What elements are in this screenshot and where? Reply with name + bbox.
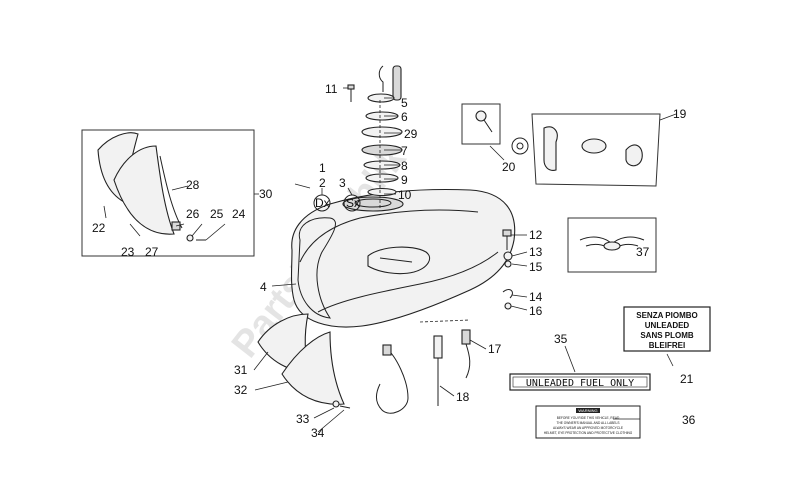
unleaded-strip: UNLEADED FUEL ONLY (509, 373, 651, 391)
callout-20: 20 (502, 160, 516, 174)
callout-2: 2 (319, 176, 326, 190)
callout-22: 22 (92, 221, 106, 235)
fuel-sensor (376, 319, 471, 414)
callout-6: 6 (401, 110, 408, 124)
lower-cover-group (257, 313, 351, 409)
callout-4: 4 (260, 280, 267, 294)
callout-36: 36 (682, 413, 696, 427)
unleaded-strip-text: UNLEADED FUEL ONLY (526, 378, 634, 389)
callout-25: 25 (210, 207, 224, 221)
warning-title: WARNING (578, 408, 597, 413)
callout-9: 9 (401, 173, 408, 187)
callout-30: 30 (259, 187, 273, 201)
callout-27: 27 (145, 245, 159, 259)
tank-rubber-trim (297, 217, 336, 319)
fuel-sticker-line-2: UNLEADED (645, 321, 690, 330)
callout-23: 23 (121, 245, 135, 259)
callout-17: 17 (488, 342, 502, 356)
callout-13: 13 (529, 245, 543, 259)
callout-35: 35 (554, 332, 568, 346)
callout-8: 8 (401, 159, 408, 173)
callout-26: 26 (186, 207, 200, 221)
callout-10: 10 (398, 188, 412, 202)
leader-lines (103, 87, 677, 433)
callout-7: 7 (401, 144, 408, 158)
callout-28: 28 (186, 178, 200, 192)
marker-dx: Dx (315, 196, 330, 210)
callout-5: 5 (401, 96, 408, 110)
direction-markers: Dx Sx (294, 183, 361, 212)
fuel-type-sticker: SENZA PIOMBO UNLEADED SANS PLOMB BLEIFRE… (623, 306, 711, 352)
callout-3: 3 (339, 176, 346, 190)
callout-24: 24 (232, 207, 246, 221)
fuel-sticker-line-4: BLEIFREI (649, 341, 685, 350)
warning-line-1: BEFORE YOU RIDE THIS VEHICLE, READ (557, 416, 620, 420)
callout-32: 32 (234, 383, 248, 397)
callout-18: 18 (456, 390, 470, 404)
fuel-sticker-line-1: SENZA PIOMBO (636, 311, 697, 320)
warning-line-4: HELMET, EYE PROTECTION AND PROTECTIVE CL… (544, 431, 633, 435)
fasteners-right (502, 229, 513, 310)
callout-19: 19 (673, 107, 687, 121)
screw-11 (347, 84, 355, 102)
callout-15: 15 (529, 260, 543, 274)
fuel-tank (290, 188, 516, 328)
fuel-sticker-line-3: SANS PLOMB (640, 331, 694, 340)
callout-29: 29 (404, 127, 418, 141)
warning-line-2: THE OWNER'S MANUAL AND ALL LABELS (557, 421, 620, 425)
marker-sx: Sx (346, 196, 360, 210)
warning-line-3: ALWAYS WEAR AN APPROVED MOTORCYCLE (553, 426, 623, 430)
warning-label: WARNING BEFORE YOU RIDE THIS VEHICLE, RE… (535, 405, 641, 439)
callout-11: 11 (325, 82, 338, 96)
callout-16: 16 (529, 304, 543, 318)
callout-31: 31 (234, 363, 248, 377)
callout-37: 37 (636, 245, 650, 259)
callout-12: 12 (529, 228, 543, 242)
callout-21: 21 (680, 372, 694, 386)
callout-34: 34 (311, 426, 325, 440)
emblem-badge (567, 217, 657, 273)
callout-1: 1 (319, 161, 326, 175)
callout-numbers: 1 2 3 4 5 6 29 7 8 9 10 11 12 13 15 14 1… (92, 82, 696, 440)
lock-kit-box (461, 103, 661, 187)
callout-14: 14 (529, 290, 543, 304)
side-cover-group (81, 129, 255, 257)
callout-33: 33 (296, 412, 310, 426)
